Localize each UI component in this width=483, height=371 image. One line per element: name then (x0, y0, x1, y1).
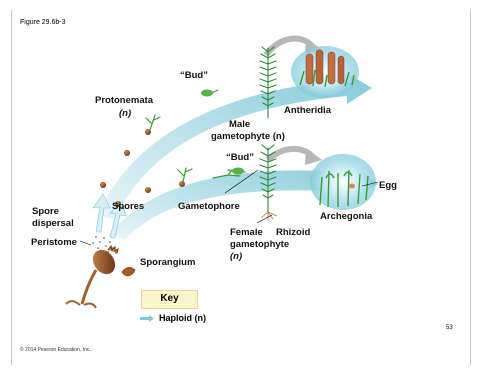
label-sporangium: Sporangium (140, 257, 195, 268)
label-female-gametophyte-1: Female (230, 227, 263, 238)
bud-lower (232, 168, 244, 175)
egg-cell (349, 184, 355, 189)
label-gametophore: Gametophore (178, 201, 240, 212)
label-bud-lower: “Bud” (226, 152, 254, 163)
sporophyte (66, 246, 120, 308)
bud-top (201, 90, 213, 97)
label-male-gametophyte-1: Male (229, 119, 250, 130)
copyright-notice: © 2014 Pearson Education, Inc. (20, 347, 91, 353)
label-protonemata-ploidy: (n) (119, 108, 131, 119)
label-antheridia: Antheridia (284, 105, 332, 116)
label-spore-dispersal-2: dispersal (32, 218, 74, 229)
key-legend-haploid: Haploid (n) (140, 313, 206, 323)
label-female-gametophyte-3: (n) (230, 251, 242, 262)
label-female-gametophyte-2: gametophyte (230, 239, 289, 250)
label-spore-dispersal-1: Spore (32, 206, 59, 217)
label-rhizoid: Rhizoid (276, 227, 310, 238)
label-male-gametophyte-2: gametophyte (n) (211, 131, 285, 142)
label-bud-top: “Bud” (180, 70, 208, 81)
key-haploid-label: Haploid (n) (159, 313, 206, 323)
label-archegonia: Archegonia (320, 211, 373, 222)
label-protonemata: Protonemata (95, 95, 154, 106)
label-spores: Spores (112, 201, 144, 212)
sporangium-lid (122, 267, 135, 276)
label-egg: Egg (379, 180, 397, 191)
key-title: Key (142, 293, 197, 304)
label-peristome: Peristome (31, 237, 77, 248)
key-box: Key (141, 290, 198, 309)
page-number: 53 (446, 325, 453, 331)
haploid-arrow-icon (140, 315, 154, 322)
